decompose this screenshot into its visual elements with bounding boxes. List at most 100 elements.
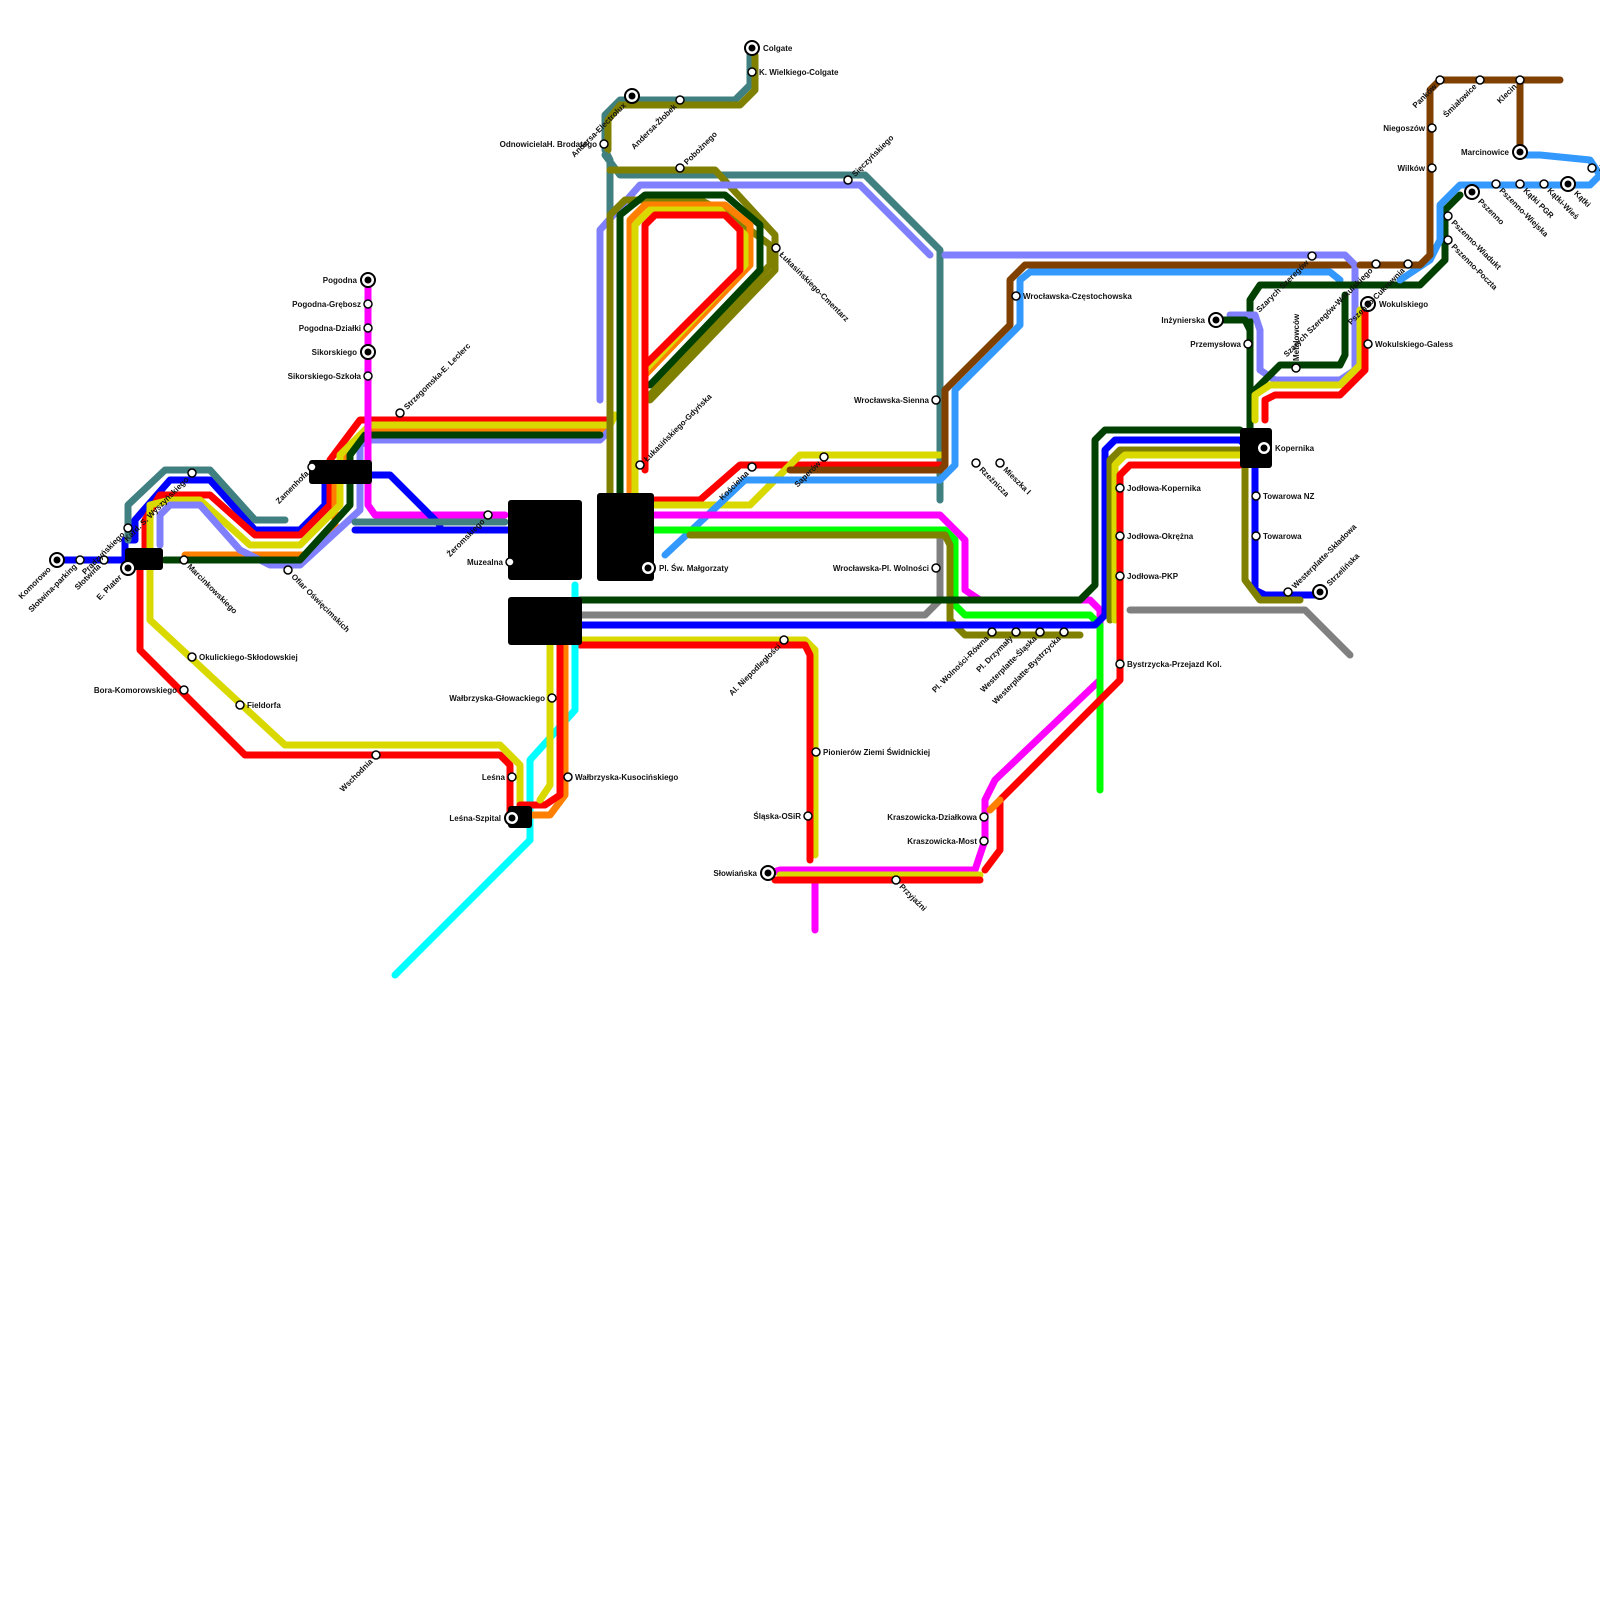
station-slaska-osir[interactable]: Śląska-OSiR [753,811,813,821]
station-pogodna[interactable]: Pogodna [323,272,376,288]
station-marker[interactable] [99,555,109,565]
station-pionierow[interactable]: Pionierów Ziemi Świdnickiej [811,747,930,757]
station-niegoszow[interactable]: Niegoszów [1383,123,1437,133]
station-marker[interactable] [995,458,1005,468]
station-marker[interactable] [811,747,821,757]
station-wokulskiego[interactable]: Wokulskiego [1360,296,1428,312]
station-marker[interactable] [931,563,941,573]
station-marker[interactable] [819,452,829,462]
station-slowianska[interactable]: Słowiańska [713,865,776,881]
station-marker[interactable] [235,700,245,710]
station-metalowcow[interactable]: Metalowców [1291,313,1301,373]
station-marker[interactable] [1251,531,1261,541]
station-marker[interactable] [187,468,197,478]
station-marker[interactable] [987,627,997,637]
station-strzegomska[interactable]: Strzegomska-E. Leclerc [395,341,473,418]
station-marker[interactable] [563,772,573,782]
station-wroclawska-sienna[interactable]: Wrocławska-Sienna [854,395,941,405]
station-marker[interactable] [979,836,989,846]
station-marker[interactable] [1515,75,1525,85]
station-jodlowa-pkp[interactable]: Jodłowa-PKP [1115,571,1179,581]
station-pobożnego[interactable]: Pobożnego [675,130,719,173]
station-odnowiciela[interactable]: OdnowicielaH. Brodatego [500,139,609,149]
station-pl-sw-malgorzaty[interactable]: Pl. Św. Małgorzaty [640,560,729,576]
station-marker[interactable] [1427,163,1437,173]
station-marker[interactable] [363,299,373,309]
station-marker[interactable] [779,635,789,645]
station-marker[interactable] [1363,339,1373,349]
station-marker[interactable] [307,462,317,472]
station-marker[interactable] [1587,163,1597,173]
station-marker[interactable] [179,555,189,565]
station-marker[interactable] [1115,531,1125,541]
station-marker[interactable] [395,408,405,418]
station-sikorskiego-szkola[interactable]: Sikorskiego-Szkoła [288,371,373,381]
station-lukasinskiego-cmentarz[interactable]: Łukasińskiego-Cmentarz [771,243,851,323]
station-muzealna[interactable]: Muzealna [467,557,515,567]
station-pogodna-dzialki[interactable]: Pogodna-Działki [299,323,373,333]
station-marker[interactable] [1115,659,1125,669]
station-marker[interactable] [1371,259,1381,269]
station-marker[interactable] [1427,123,1437,133]
station-marker[interactable] [971,458,981,468]
station-kraszowicka-dzialkowa[interactable]: Kraszowicka-Działkowa [887,812,989,822]
station-marker[interactable] [547,693,557,703]
station-marker[interactable] [747,67,757,77]
station-marker[interactable] [803,811,813,821]
station-colgate[interactable]: Colgate [744,40,793,56]
station-marker[interactable] [371,750,381,760]
station-marker[interactable] [635,460,645,470]
station-lesna-szpital[interactable]: Leśna-Szpital [449,810,520,826]
station-marker[interactable] [283,565,293,575]
station-marker[interactable] [1251,491,1261,501]
station-wokulskiego-galess[interactable]: Wokulskiego-Galess [1363,339,1454,349]
station-marker[interactable] [505,557,515,567]
station-marker[interactable] [843,175,853,185]
station-przemyslowa[interactable]: Przemysłowa [1190,339,1253,349]
station-marker[interactable] [483,510,493,520]
station-marker[interactable] [1115,571,1125,581]
station-marker[interactable] [363,323,373,333]
station-oswiecimskich[interactable]: Ofiar Oświęcimskich [283,565,352,634]
station-bystrzycka-przejazd[interactable]: Bystrzycka-Przejazd Kol. [1115,659,1222,669]
station-marker[interactable] [363,371,373,381]
station-marker[interactable] [1243,339,1253,349]
station-walbrzyska-kusocinskiego[interactable]: Wałbrzyska-Kusocińskiego [563,772,678,782]
station-marker[interactable] [1443,211,1453,221]
station-marker[interactable] [931,395,941,405]
station-marker[interactable] [507,772,517,782]
station-rzeznicza[interactable]: Rzeźnicza [971,458,1011,499]
station-okulickiego[interactable]: Okulickiego-Skłodowskiej [187,652,298,662]
station-inzynierska[interactable]: Inżynierska [1161,312,1224,328]
station-towarowa-nz[interactable]: Towarowa NZ [1251,491,1315,501]
station-marker[interactable] [1515,179,1525,189]
station-marker[interactable] [1403,259,1413,269]
station-marker[interactable] [675,163,685,173]
station-marcinowice[interactable]: Marcinowice [1461,144,1528,160]
station-fieldorfa[interactable]: Fieldorfa [235,700,281,710]
station-kopernika[interactable]: Kopernika [1256,440,1315,456]
station-marker[interactable] [599,139,609,149]
station-wroclawska-czestochowska[interactable]: Wrocławska-Częstochowska [1011,291,1132,301]
station-marker[interactable] [1443,235,1453,245]
station-wroclawska-pl-wolnosci[interactable]: Wrocławska-Pl. Wolności [833,563,941,573]
station-z[interactable]: Z [1587,163,1600,173]
station-marker[interactable] [1291,363,1301,373]
station-marker[interactable] [771,243,781,253]
station-marker[interactable] [1011,627,1021,637]
station-marcinkowskiego[interactable]: Marcinkowskiego [179,555,239,616]
station-marker[interactable] [891,875,901,885]
station-kraszowicka-most[interactable]: Kraszowicka-Most [907,836,989,846]
station-k-wielkiego-colgate[interactable]: K. Wielkiego-Colgate [747,67,839,77]
station-wilkow[interactable]: Wilków [1398,163,1437,173]
station-marker[interactable] [75,555,85,565]
station-marker[interactable] [1475,75,1485,85]
station-towarowa[interactable]: Towarowa [1251,531,1302,541]
station-marker[interactable] [675,95,685,105]
station-marker[interactable] [1035,627,1045,637]
station-marker[interactable] [1491,179,1501,189]
station-bora[interactable]: Bora-Komorowskiego [94,685,189,695]
station-marker[interactable] [1115,483,1125,493]
station-marker[interactable] [1539,179,1549,189]
station-pogodna-grebosz[interactable]: Pogodna-Grębosz [292,299,373,309]
